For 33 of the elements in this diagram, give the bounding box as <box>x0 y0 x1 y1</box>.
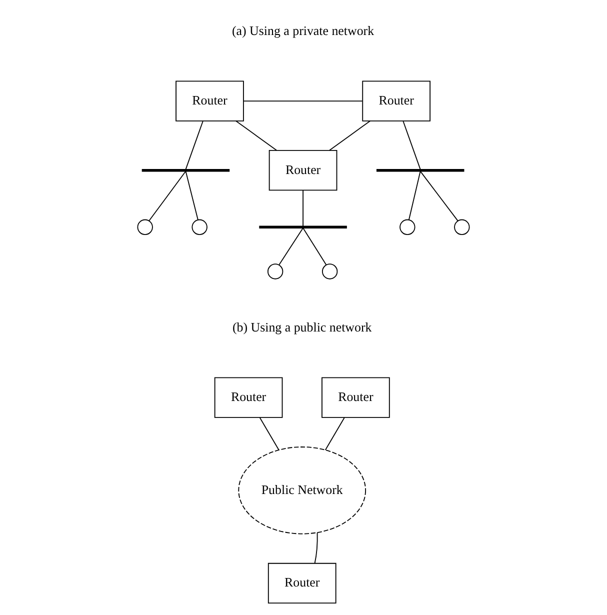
node-box: Router <box>176 80 244 122</box>
connector <box>402 120 421 170</box>
connector <box>278 228 304 266</box>
connector <box>408 170 421 220</box>
connector <box>328 120 371 151</box>
node-circle <box>454 219 470 235</box>
node-box: Router <box>268 150 338 191</box>
node-circle <box>400 219 416 235</box>
connector <box>302 190 304 227</box>
label: (b) Using a public network <box>232 320 372 335</box>
node-box: Router <box>214 377 283 418</box>
connector <box>259 417 280 450</box>
node-ellipse: Public Network <box>238 446 366 534</box>
connector <box>324 417 345 450</box>
node-box: Router <box>322 377 390 418</box>
connector <box>420 170 458 222</box>
node-box: Router <box>268 562 336 604</box>
connector <box>236 120 278 151</box>
node-bar <box>259 226 347 229</box>
connector <box>185 120 204 170</box>
label: (a) Using a private network <box>232 23 374 38</box>
connector <box>148 170 186 222</box>
node-circle <box>137 219 153 235</box>
node-circle <box>267 264 284 280</box>
connector <box>302 228 327 266</box>
connector <box>314 532 318 564</box>
connector <box>185 170 198 220</box>
node-circle <box>322 264 338 280</box>
node-bar <box>142 168 230 172</box>
node-circle <box>192 219 208 235</box>
connector <box>243 100 363 102</box>
node-box: Router <box>362 80 431 122</box>
node-bar <box>376 168 464 172</box>
